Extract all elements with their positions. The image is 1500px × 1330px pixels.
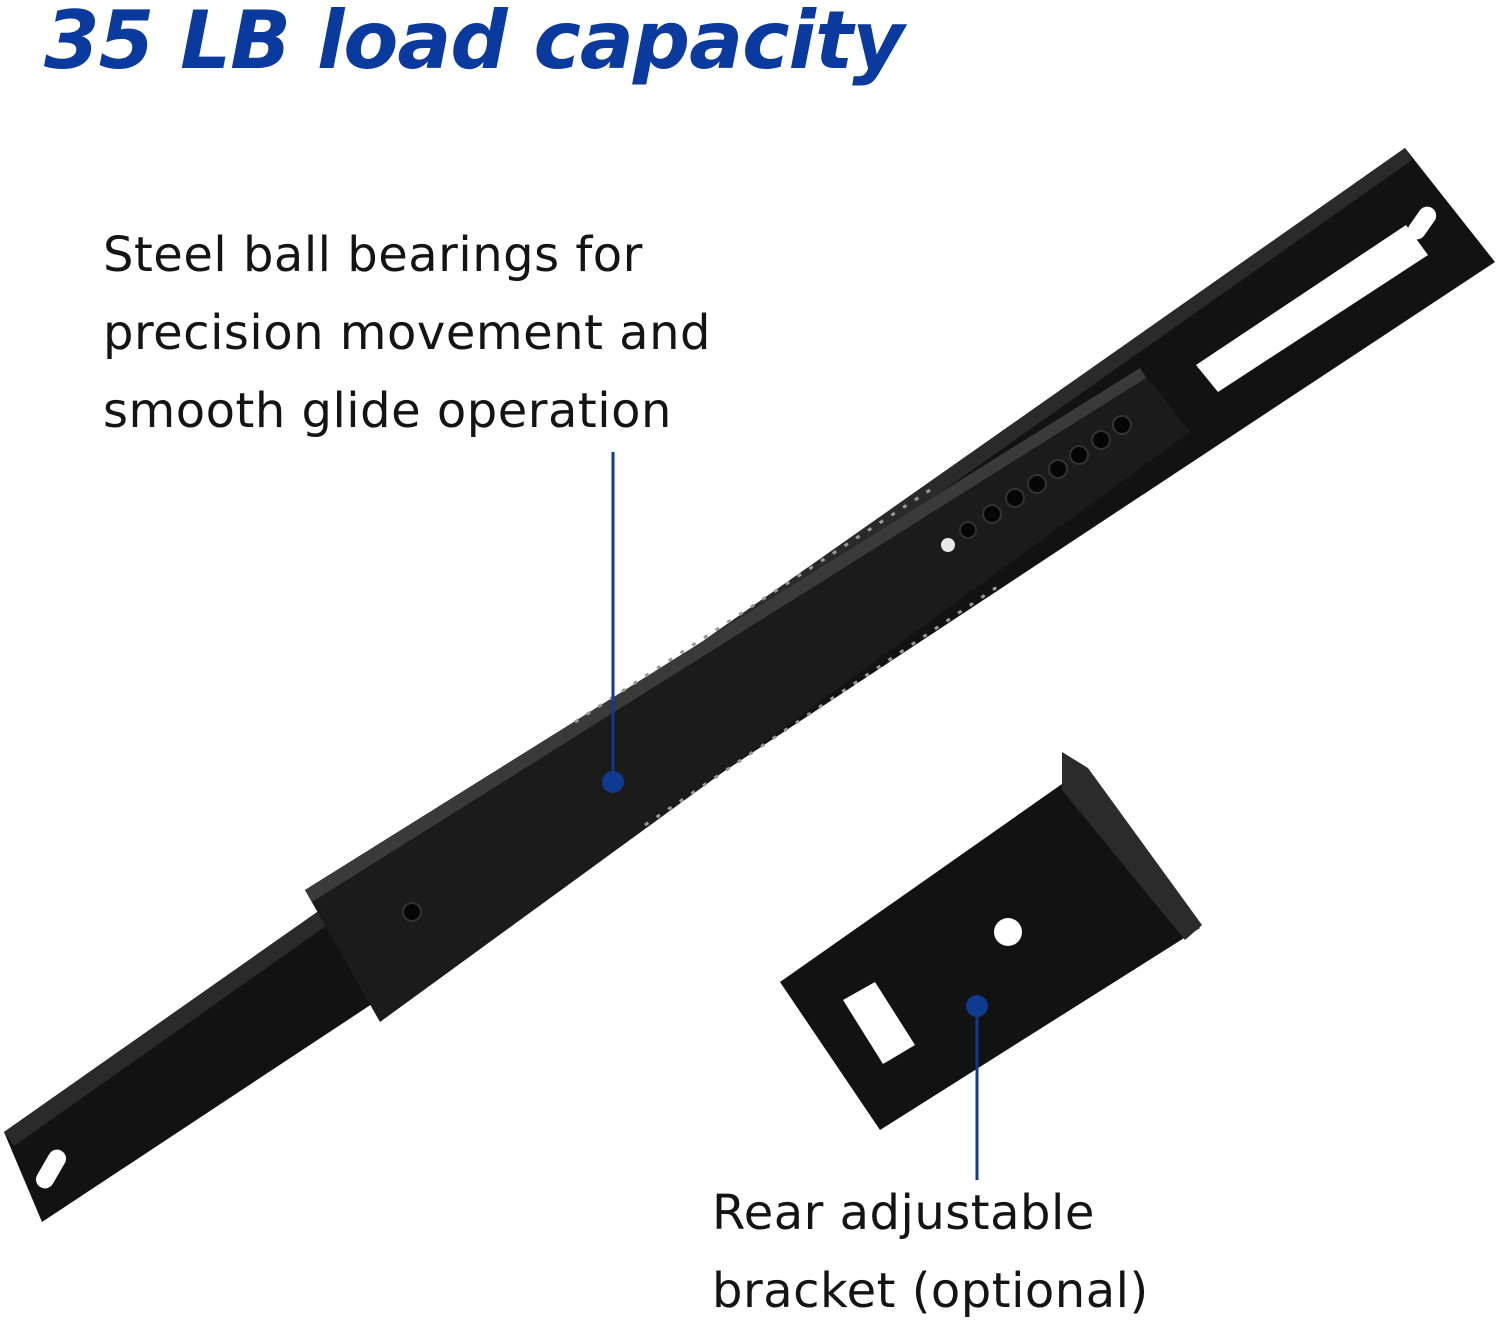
rear-slot-small [1407,206,1437,240]
bearings-callout-line: Steel ball bearings for [103,227,643,283]
rear-bracket [780,752,1202,1130]
inner-rail-edge [305,368,1146,902]
pointer-bracket [966,995,988,1180]
bracket-callout-line: bracket (optional) [712,1263,1149,1319]
headline: 35 LB load capacity [44,0,904,87]
mounting-holes [402,415,1132,922]
pointer-dot-bearings [602,771,624,793]
bracket-hole [994,918,1022,946]
front-slot [36,1149,66,1189]
bearings-callout-line: precision movement and [103,305,711,361]
bracket-callout: Rear adjustable bracket (optional) [712,1174,1272,1330]
drawer-slide-rail [4,148,1495,1222]
bracket-slot [843,982,915,1064]
bracket-callout-line: Rear adjustable [712,1185,1095,1241]
ball-bearing-rows [574,488,1001,827]
bracket-flange [1062,752,1202,940]
bearings-callout: Steel ball bearings for precision moveme… [103,216,863,450]
open-hole [941,538,955,552]
pointer-dot-bracket [966,995,988,1017]
pointer-bearings [602,452,624,793]
bearings-callout-line: smooth glide operation [103,383,672,439]
rear-slot-large [1196,225,1428,392]
